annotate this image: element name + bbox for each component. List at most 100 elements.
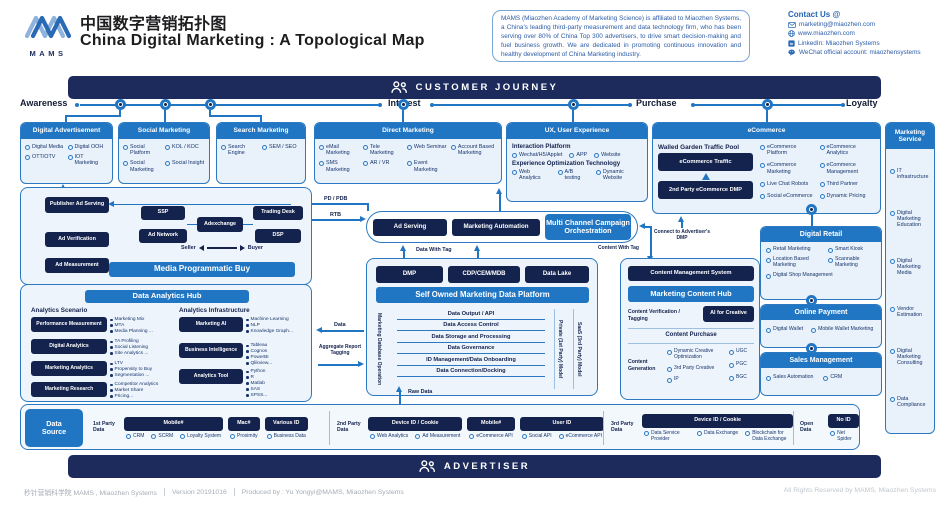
mams-logo	[24, 8, 72, 48]
contact-section: Contact Us @ marketing@miaozhen.com www.…	[788, 10, 946, 56]
advertiser-bar: ADVERTISER	[68, 455, 881, 478]
sales-management-box: Sales Management Sales Automation CRM	[760, 352, 882, 396]
bullet: Propensity to Buy	[110, 367, 171, 373]
multi-channel-orchestration-box: Multi Channel Campaign Orchestration	[545, 214, 631, 240]
contact-email: marketing@miaozhen.com	[788, 21, 946, 28]
connector	[650, 226, 652, 256]
aggregate-label: Aggregate Report Tagging	[318, 344, 362, 356]
mams-logo-icon	[24, 15, 72, 39]
buyer-label: Buyer	[247, 245, 263, 251]
customer-journey-bar: CUSTOMER JOURNEY	[68, 76, 881, 99]
content-purchase-heading: Content Purchase	[665, 332, 717, 338]
journey-line	[80, 104, 380, 106]
journey-dot	[691, 103, 695, 107]
bullet: NLP	[246, 323, 305, 329]
bullet: R	[246, 375, 276, 381]
contact-heading: Contact Us @	[788, 10, 841, 19]
connector	[402, 110, 404, 122]
dsp-box: DSP	[255, 229, 301, 243]
first-party-group: 1st Party Data Mobile# CRM SCRM Loyalty …	[93, 409, 308, 447]
ux-section-heading: Interaction Platform	[512, 143, 571, 150]
platform-row: Data Connection/Docking	[397, 366, 545, 377]
connector	[681, 222, 683, 228]
cms-box: Content Management System	[628, 266, 754, 281]
ai-for-creative-box: AI for Creative	[703, 306, 754, 322]
channel-item: Search Engine	[221, 144, 260, 156]
journey-node	[568, 99, 579, 110]
channel-title: Search Marketing	[217, 123, 305, 139]
stage-loyalty: Loyalty	[846, 98, 878, 108]
channel-item: Social Platform	[123, 144, 163, 156]
contact-website: www.miaozhen.com	[788, 30, 946, 37]
connector	[312, 219, 362, 221]
bullet: Marketing Mix	[110, 317, 171, 323]
platform-banner: Self Owned Marketing Data Platform	[376, 287, 589, 303]
marketing-service-rail: Marketing Service IT infrastructure Digi…	[885, 122, 935, 434]
connector	[113, 204, 291, 206]
channel-item: Dynamic Website	[596, 169, 642, 181]
divider	[163, 488, 165, 496]
source-item: Social API	[522, 433, 552, 440]
content-generation-heading: Content Generation	[628, 359, 656, 372]
trading-desk-box: Trading Desk	[253, 206, 303, 220]
id-type-box: Various ID	[264, 416, 308, 431]
channel-item: Tele Marketing	[363, 144, 405, 156]
channel-item: SMS Marketing	[319, 160, 361, 172]
connector-node	[806, 204, 817, 215]
pd-pdb-label: PD / PDB	[324, 196, 348, 202]
sales-item: Sales Automation	[766, 374, 813, 381]
bullet: PowerBI	[246, 355, 276, 361]
linkedin-icon: in	[788, 40, 795, 47]
people-icon	[390, 81, 407, 93]
arrow-right-icon	[239, 245, 245, 251]
performance-measurement-box: Performance Measurement	[31, 317, 107, 332]
id-type-box: Mac#	[228, 416, 260, 431]
online-payment-box: Online Payment Digital Wallet Mobile Wal…	[760, 304, 882, 348]
channel-item: eCommerce Platform	[760, 144, 816, 156]
analytics-row: Marketing AI Machine Learning NLP Knowle…	[179, 317, 305, 335]
content-item: IP	[667, 376, 725, 383]
journey-dot	[430, 103, 434, 107]
channel-item: A/B testing	[558, 169, 589, 181]
dmp-box: DMP	[376, 266, 443, 283]
arrow-left-icon	[639, 223, 645, 229]
bullet: TA Profiling	[110, 339, 171, 345]
retail-item: Smart Kiosk	[828, 246, 876, 253]
svg-text:in: in	[790, 41, 794, 46]
journey-dot	[75, 103, 79, 107]
source-item: eCommerce API	[559, 433, 602, 440]
page-title-en: China Digital Marketing : A Topological …	[80, 32, 425, 49]
source-item: Proximity	[230, 433, 258, 440]
id-cluster: Various ID Business Data	[264, 416, 308, 440]
stage-awareness: Awareness	[20, 98, 68, 108]
adexchange-box: Adexchange	[197, 217, 243, 232]
rtb-label: RTB	[330, 212, 342, 218]
contact-linkedin-label: LinkedIn: Miaozhen Systems	[798, 39, 880, 47]
journey-line	[434, 104, 630, 106]
content-item: UGC	[729, 348, 755, 355]
id-cluster: Mac# Proximity	[228, 416, 260, 440]
channel-item: APP	[569, 152, 587, 158]
retail-item: Location Based Marketing	[766, 256, 826, 269]
bullet: Market Share	[110, 388, 171, 394]
connector	[209, 110, 211, 115]
analytics-row: Digital Analytics TA Profiling Social Li…	[31, 339, 171, 357]
analytics-row: Performance Measurement Marketing Mix MT…	[31, 317, 171, 335]
id-type-box: Device ID / Cookie	[368, 416, 463, 431]
channel-title: UX, User Experience	[507, 123, 647, 139]
journey-node	[115, 99, 126, 110]
walled-garden-heading: Walled Garden Traffic Pool	[658, 144, 740, 151]
cdp-box: CDP/CEM/MDB	[448, 266, 520, 283]
bullet: Social Listening	[110, 345, 171, 351]
analytics-row: Analytics Tool Python R Matlab SAS SPSS.…	[179, 369, 305, 399]
connector	[187, 224, 197, 226]
channel-title: Social Marketing	[119, 123, 209, 139]
divider	[628, 328, 754, 329]
sales-item: CRM	[823, 374, 842, 381]
connector	[477, 251, 479, 258]
source-item: Business Data	[267, 433, 306, 440]
channel-item: eMail Marketing	[319, 144, 361, 156]
journey-node	[398, 99, 409, 110]
wechat-icon	[788, 49, 795, 56]
arrow-up-icon	[474, 245, 480, 251]
